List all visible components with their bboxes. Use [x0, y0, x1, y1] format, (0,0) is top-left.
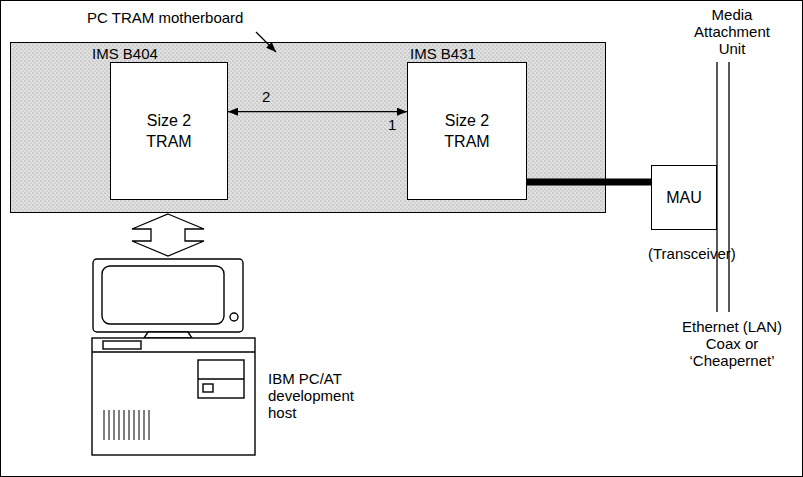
board-shading	[10, 42, 606, 213]
grille-stroke	[114, 410, 115, 440]
unit-caption: (Transceiver)	[648, 245, 758, 262]
pc-illustration	[92, 259, 255, 455]
node-label: Size 2 TRAM	[436, 110, 498, 152]
grille-stroke	[119, 410, 120, 440]
mau-box: MAU	[651, 165, 717, 230]
floppy-slot	[198, 378, 244, 379]
screen	[102, 266, 224, 324]
node-body: Size 2 TRAM	[111, 63, 227, 199]
network-caption: Ethernet (LAN) Coax or ‘Cheapernet’	[676, 318, 788, 369]
grille-stroke	[129, 410, 130, 440]
system-unit	[92, 338, 255, 455]
node-label: Size 2 TRAM	[138, 110, 200, 152]
unit-caption: Media Attachment Unit	[690, 6, 774, 57]
grille-stroke	[124, 410, 125, 440]
grille-stroke	[134, 410, 135, 440]
floppy-latch	[203, 384, 213, 392]
tram-module: IMS B431Size 2 TRAM	[407, 62, 527, 200]
host-caption-holder: IBM PC/AT development host	[268, 370, 368, 421]
motherboard-panel: PC TRAM motherboardIMS B404Size 2 TRAMIM…	[10, 42, 606, 213]
host-link-arrow	[132, 214, 204, 256]
unit-band	[92, 351, 255, 352]
monitor-knob	[230, 313, 238, 321]
vent-grille	[104, 410, 149, 440]
ethernet-cable	[527, 179, 651, 186]
grille-stroke	[139, 410, 140, 440]
link-number-holder: 1	[388, 116, 408, 133]
link-arrow	[228, 111, 407, 112]
floppy-drive	[198, 360, 244, 398]
drive-slot	[103, 341, 141, 349]
node-body: Size 2 TRAM	[408, 63, 526, 199]
monitor	[93, 259, 243, 332]
link-number: 1	[388, 116, 408, 133]
grille-stroke	[149, 410, 150, 440]
tram-module: IMS B404Size 2 TRAM	[110, 62, 228, 200]
unit-caption-holder: (Transceiver)	[648, 245, 758, 262]
grille-stroke	[144, 410, 145, 440]
network-caption-holder: Ethernet (LAN) Coax or ‘Cheapernet’	[676, 318, 788, 369]
grille-stroke	[109, 410, 110, 440]
link-number: 2	[262, 88, 282, 105]
node-body: MAU	[652, 166, 716, 229]
node-label: MAU	[666, 187, 702, 208]
unit-caption-holder: Media Attachment Unit	[690, 6, 774, 57]
link-number-holder: 2	[262, 88, 282, 105]
ethernet-line	[728, 62, 729, 312]
host-caption: IBM PC/AT development host	[268, 370, 368, 421]
grille-stroke	[104, 410, 105, 440]
monitor-stand	[144, 332, 192, 338]
